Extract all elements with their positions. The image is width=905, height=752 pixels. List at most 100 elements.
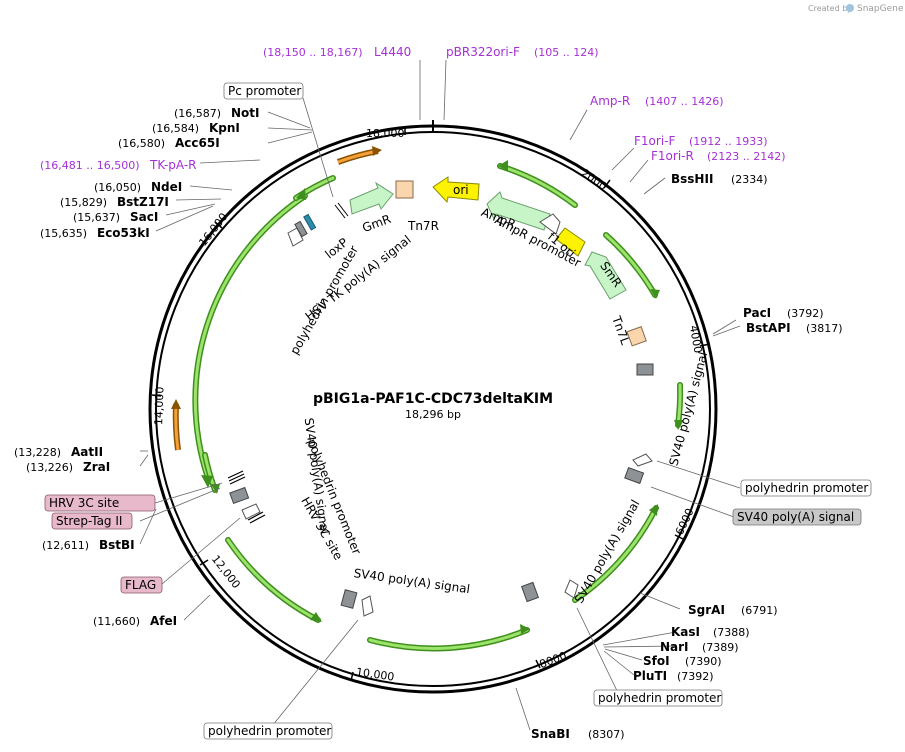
primer-tk-pa-r[interactable]: (16,481 .. 16,500) TK-pA-R — [40, 158, 197, 172]
tn7r-label: Tn7R — [407, 219, 439, 233]
enzyme-nari[interactable]: NarI (7389) — [660, 640, 739, 654]
primer-name: F1ori-F — [634, 134, 675, 148]
enzyme-name: BstBI — [99, 538, 135, 552]
enzyme-aatii[interactable]: (13,228) AatII — [14, 445, 103, 459]
enzyme-name: NotI — [231, 106, 260, 120]
enzyme-name: BssHII — [671, 172, 713, 186]
enzyme-saci[interactable]: (15,637) SacI — [73, 210, 158, 224]
ampr-promoter-feature — [539, 213, 561, 235]
box-label: SV40 poly(A) signal — [737, 510, 854, 524]
enzyme-pos: (13,226) — [26, 461, 73, 474]
enzyme-pos: (16,050) — [94, 181, 141, 194]
enzyme-pos: (16,587) — [174, 107, 221, 120]
enzyme-name: KasI — [671, 625, 700, 639]
polyhedrin-box-bottom-right[interactable]: polyhedrin promoter — [593, 689, 723, 707]
hrv-3c-site-box[interactable]: HRV 3C site — [44, 494, 156, 512]
enzyme-pos: (7392) — [677, 670, 714, 683]
enzyme-pluti[interactable]: PluTI (7392) — [633, 669, 714, 683]
sv40-bottom-label: SV40 poly(A) signal — [353, 566, 471, 596]
box-label: polyhedrin promoter — [598, 691, 721, 705]
primer-pbr322ori-f[interactable]: pBR322ori-F (105 .. 124) — [446, 45, 599, 59]
enzyme-noti[interactable]: (16,587) NotI — [174, 106, 260, 120]
polyhedrin-feature-right — [632, 453, 653, 467]
enzyme-pos: (7390) — [685, 655, 722, 668]
enzyme-bsshii[interactable]: BssHII (2334) — [671, 172, 768, 186]
enzyme-name: AfeI — [150, 614, 177, 628]
enzyme-name: SgrAI — [688, 603, 725, 617]
polyhedrin-box-right[interactable]: polyhedrin promoter — [740, 479, 872, 497]
primer-pos: (18,150 .. 18,167) — [263, 46, 363, 59]
strep-tag-box[interactable]: Strep-Tag II — [51, 512, 133, 530]
enzyme-name: Eco53kI — [97, 226, 150, 240]
primer-pos: (1912 .. 1933) — [689, 135, 768, 148]
polyhedrin-feature-bottom-left — [361, 595, 374, 617]
flag-box[interactable]: FLAG — [120, 576, 163, 594]
enzyme-acc65i[interactable]: (16,580) Acc65I — [118, 136, 220, 150]
enzyme-sgrai[interactable]: SgrAI (6791) — [688, 603, 778, 617]
primer-name: F1ori-R — [651, 149, 694, 163]
enzyme-pos: (13,228) — [14, 446, 61, 459]
tick-label: 18,000 — [366, 127, 405, 140]
pc-promoter-box[interactable]: Pc promoter — [223, 82, 304, 100]
plasmid-name: pBIG1a-PAF1C-CDC73deltaKIM — [313, 391, 553, 407]
primer-l4440[interactable]: (18,150 .. 18,167) L4440 — [263, 45, 411, 59]
orange-arrowhead — [372, 146, 382, 156]
enzyme-name: BstZ17I — [117, 195, 169, 209]
enzyme-pos: (15,637) — [73, 211, 120, 224]
enzyme-bstbi[interactable]: (12,611) BstBI — [42, 538, 135, 552]
enzyme-kasi[interactable]: KasI (7388) — [671, 625, 750, 639]
primer-name: L4440 — [374, 45, 411, 59]
tick-label: 8000 — [538, 649, 569, 671]
enzyme-paci[interactable]: PacI (3792) — [743, 306, 824, 320]
primer-f1ori-r[interactable]: F1ori-R (2123 .. 2142) — [651, 149, 786, 163]
enzyme-name: BstAPI — [746, 321, 791, 335]
cds-arrowheads — [201, 160, 684, 634]
enzyme-name: SfoI — [643, 654, 670, 668]
enzyme-snabi[interactable]: SnaBI (8307) — [531, 727, 625, 741]
enzyme-name: PluTI — [633, 669, 667, 683]
enzyme-pos: (11,660) — [93, 615, 140, 628]
tn7r-feature — [395, 180, 414, 199]
primer-amp-r[interactable]: Amp-R (1407 .. 1426) — [590, 94, 724, 108]
sv40-feature-right-2 — [624, 466, 645, 485]
enzyme-name: SnaBI — [531, 727, 570, 741]
enzyme-eco53ki[interactable]: (15,635) Eco53kI — [40, 226, 150, 240]
enzyme-zrai[interactable]: (13,226) ZraI — [26, 460, 110, 474]
enzyme-afei[interactable]: (11,660) AfeI — [93, 614, 177, 628]
enzyme-pos: (3817) — [806, 322, 843, 335]
primer-f1ori-f[interactable]: F1ori-F (1912 .. 1933) — [634, 134, 768, 148]
sv40-feature-right-1 — [636, 363, 654, 376]
primer-name: pBR322ori-F — [446, 45, 520, 59]
hsv-tk-feature — [294, 220, 308, 238]
sv40-box-right[interactable]: SV40 poly(A) signal — [732, 508, 862, 526]
enzyme-pos: (15,829) — [60, 196, 107, 209]
primer-pos: (105 .. 124) — [534, 46, 599, 59]
enzyme-bstz17i[interactable]: (15,829) BstZ17I — [60, 195, 169, 209]
enzyme-ndei[interactable]: (16,050) NdeI — [94, 180, 182, 194]
box-label: FLAG — [125, 578, 156, 592]
enzyme-name: SacI — [130, 210, 158, 224]
enzyme-name: PacI — [743, 306, 771, 320]
enzyme-name: Acc65I — [175, 136, 220, 150]
tn7l-feature — [626, 326, 647, 347]
enzyme-name: NdeI — [151, 180, 182, 194]
primer-pos: (16,481 .. 16,500) — [40, 159, 140, 172]
hrv-strep-marks — [227, 470, 266, 524]
enzyme-name: KpnI — [209, 121, 240, 135]
enzyme-pos: (7388) — [713, 626, 750, 639]
enzyme-name: NarI — [660, 640, 689, 654]
enzyme-kpni[interactable]: (16,584) KpnI — [152, 121, 240, 135]
loxp-feature — [303, 213, 317, 231]
enzyme-bstapi[interactable]: BstAPI (3817) — [746, 321, 843, 335]
polyhedrin-feature-bottom — [564, 579, 579, 599]
enzyme-pos: (16,580) — [118, 137, 165, 150]
enzyme-name: ZraI — [83, 460, 110, 474]
tick-label: 4000 — [687, 324, 705, 354]
enzyme-sfoi[interactable]: SfoI (7390) — [643, 654, 722, 668]
polyhedrin-box-bottom[interactable]: polyhedrin promoter — [203, 722, 333, 740]
enzyme-pos: (6791) — [741, 604, 778, 617]
enzyme-pos: (16,584) — [152, 122, 199, 135]
tick-label: 14,000 — [152, 386, 166, 425]
primer-pos: (2123 .. 2142) — [707, 150, 786, 163]
